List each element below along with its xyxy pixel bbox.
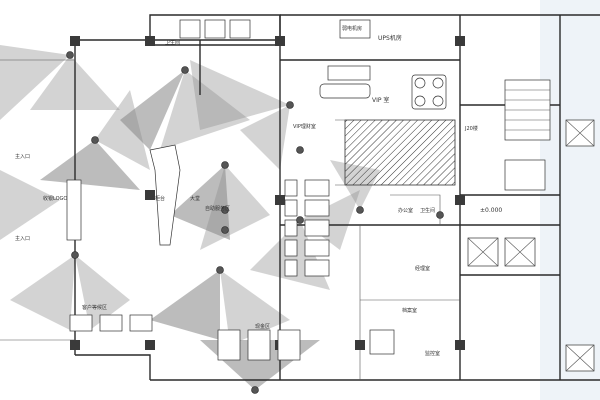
label-counter: 柜台 bbox=[155, 195, 165, 202]
label-cash-room: 现金区 bbox=[255, 323, 270, 330]
label-restroom-mid: 卫生间 bbox=[420, 207, 435, 214]
label-self-service: 自助服务区 bbox=[205, 205, 230, 212]
elevators bbox=[467, 119, 595, 372]
label-stair: J20楼 bbox=[464, 125, 478, 132]
label-archive: 档案室 bbox=[402, 307, 417, 314]
vip-table bbox=[319, 65, 447, 110]
stair-core bbox=[344, 119, 456, 186]
label-vip-lounge: VIP理财室 bbox=[293, 123, 316, 130]
counter-desk bbox=[149, 144, 181, 246]
label-elevation: ±0.000 bbox=[480, 207, 502, 214]
label-office: 办公室 bbox=[398, 207, 413, 214]
label-restroom-top: 卫生间 bbox=[165, 39, 180, 46]
stairwell bbox=[504, 79, 551, 191]
label-manager: 经理室 bbox=[415, 265, 430, 272]
label-entrance-bottom: 主入口 bbox=[15, 235, 30, 242]
camera-icons bbox=[66, 51, 444, 394]
label-customer-area: 客户等候区 bbox=[82, 304, 107, 311]
label-security: 监控室 bbox=[425, 350, 440, 357]
label-entrance-top: 主入口 bbox=[15, 153, 30, 160]
label-lobby: 大堂 bbox=[190, 195, 200, 202]
workstations bbox=[69, 19, 395, 361]
label-reception: 收银LOGO bbox=[43, 195, 67, 202]
label-ups: UPS机房 bbox=[378, 34, 402, 42]
background-shade bbox=[540, 0, 600, 400]
label-vip-room: VIP 室 bbox=[372, 96, 389, 104]
structural-columns bbox=[70, 36, 465, 350]
reception-desk bbox=[66, 179, 82, 241]
label-sign-ups: 弱电机房 bbox=[342, 25, 362, 32]
